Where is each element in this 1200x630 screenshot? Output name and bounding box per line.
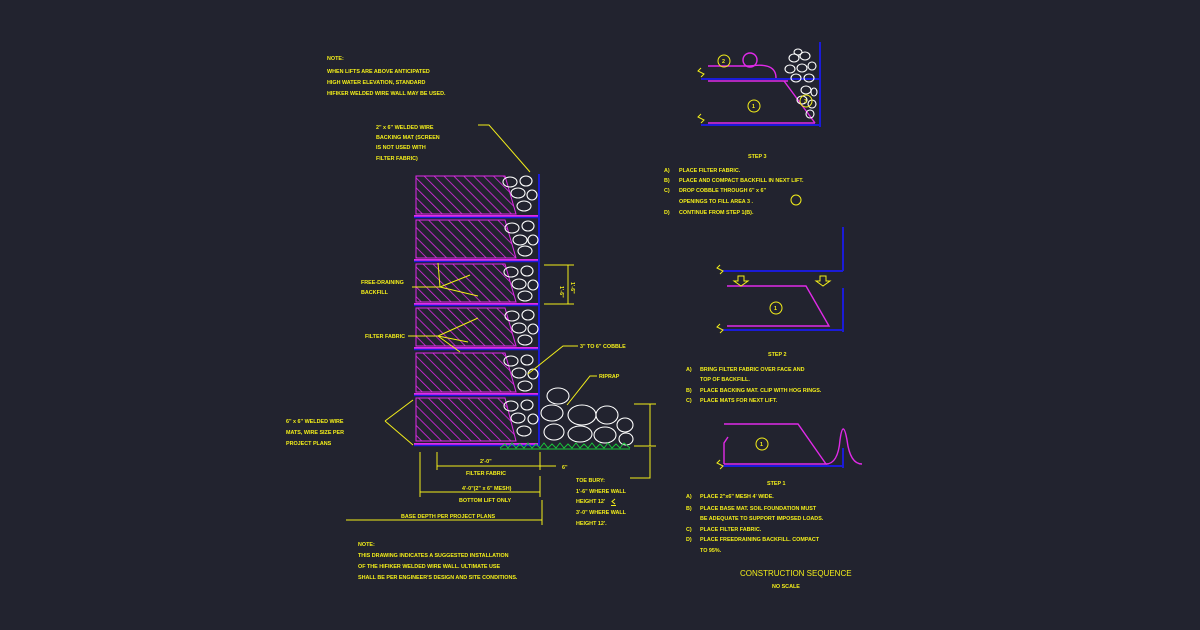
welded-wire-mats-label: PROJECT PLANS: [286, 441, 332, 447]
sequence-title-block: CONSTRUCTION SEQUENCE NO SCALE: [740, 569, 852, 590]
section-labels: 2" x 6" WELDED WIRE BACKING MAT (SCREEN …: [286, 125, 627, 527]
free-draining-label: BACKFILL: [361, 290, 389, 296]
cobble-fill: [502, 175, 539, 437]
callout: 1: [755, 437, 769, 451]
svg-text:B): B): [664, 178, 670, 184]
wall-lift: [414, 219, 540, 263]
toe-bury-label: HEIGHT 12'.: [576, 521, 607, 527]
svg-text:C): C): [686, 398, 692, 404]
svg-text:PLACE AND COMPACT BACKFILL IN: PLACE AND COMPACT BACKFILL IN NEXT LIFT.: [679, 178, 804, 184]
ground-grass: [499, 442, 631, 450]
backing-mat-label: FILTER FABRIC): [376, 156, 418, 162]
wall-lift: [414, 263, 540, 307]
dimension-lines: [346, 124, 656, 525]
backing-mat-label: 2" x 6" WELDED WIRE: [376, 125, 434, 131]
wall-lift: [414, 175, 540, 219]
svg-text:PLACE BASE MAT. SOIL FOUNDATIO: PLACE BASE MAT. SOIL FOUNDATION MUST: [700, 506, 817, 512]
svg-text:C): C): [686, 527, 692, 533]
welded-wire-mats-label: MATS, WIRE SIZE PER: [286, 430, 344, 436]
down-arrow-icon: [814, 275, 832, 287]
svg-text:DROP COBBLE THROUGH 6" x 6": DROP COBBLE THROUGH 6" x 6": [679, 188, 767, 194]
cobble-label: 3" TO 6" COBBLE: [580, 344, 626, 350]
wall-lifts: [414, 175, 540, 447]
svg-text:TO 95%.: TO 95%.: [700, 548, 722, 554]
svg-text:A): A): [686, 494, 692, 500]
step3-detail: 2 1 3 STEP 3 A) PLACE FILTER FABRIC. B) …: [664, 42, 821, 216]
svg-text:PLACE MATS FOR NEXT LIFT.: PLACE MATS FOR NEXT LIFT.: [700, 398, 778, 404]
riprap-label: RIPRAP: [599, 374, 620, 380]
svg-text:PLACE 2"x6" MESH 4' WIDE.: PLACE 2"x6" MESH 4' WIDE.: [700, 494, 774, 500]
svg-text:PLACE FILTER FABRIC.: PLACE FILTER FABRIC.: [700, 527, 762, 533]
step2-title: STEP 2: [768, 352, 786, 358]
mesh-width-dimension: 4'-0"(2" x 6" MESH): [462, 486, 512, 492]
svg-text:D): D): [686, 537, 692, 543]
step1-detail: 1 STEP 1 A) PLACE 2"x6" MESH 4' WIDE. B)…: [686, 423, 863, 554]
callout: 1: [747, 99, 761, 113]
backing-mat-label: BACKING MAT (SCREEN: [376, 135, 440, 141]
svg-text:1: 1: [760, 442, 763, 448]
svg-text:TOP OF BACKFILL.: TOP OF BACKFILL.: [700, 377, 750, 383]
riprap-stones: [540, 387, 634, 446]
svg-text:2: 2: [722, 59, 725, 65]
lift-dimension: 1'-6": [569, 282, 575, 294]
toe-bury-label: 3'-0" WHERE WALL: [576, 510, 627, 516]
top-note: NOTE: WHEN LIFTS ARE ABOVE ANTICIPATED H…: [327, 56, 446, 97]
svg-text:PLACE FILTER FABRIC.: PLACE FILTER FABRIC.: [679, 168, 741, 174]
svg-text:B): B): [686, 388, 692, 394]
toe-bury-label: TOE BURY:: [576, 478, 605, 484]
svg-text:A): A): [686, 367, 692, 373]
step3-title: STEP 3: [748, 154, 766, 160]
filter-fabric-dimension: FILTER FABRIC: [466, 471, 506, 477]
backing-mat-label: IS NOT USED WITH: [376, 145, 426, 151]
wall-lift: [414, 397, 540, 447]
bottom-lift-label: BOTTOM LIFT ONLY: [459, 498, 512, 504]
wall-lift: [414, 352, 540, 397]
top-note-line: HIGH WATER ELEVATION, STANDARD: [327, 80, 426, 86]
svg-text:A): A): [664, 168, 670, 174]
free-draining-label: FREE-DRAINING: [361, 280, 404, 286]
sequence-subtitle: NO SCALE: [772, 584, 800, 590]
svg-text:OPENINGS TO FILL AREA 3 .: OPENINGS TO FILL AREA 3 .: [679, 199, 753, 205]
dimension-2ft: 2'-0": [480, 459, 492, 465]
filter-fabric-label: FILTER FABRIC: [365, 334, 405, 340]
sequence-title: CONSTRUCTION SEQUENCE: [740, 569, 852, 578]
wall-section: 2" x 6" WELDED WIRE BACKING MAT (SCREEN …: [286, 124, 656, 527]
svg-text:CONTINUE FROM STEP 1(B).: CONTINUE FROM STEP 1(B).: [679, 210, 754, 216]
svg-text:D): D): [664, 210, 670, 216]
svg-text:B): B): [686, 506, 692, 512]
less-than-equal-symbol: [611, 498, 616, 506]
top-note-line: WHEN LIFTS ARE ABOVE ANTICIPATED: [327, 69, 430, 75]
svg-text:PLACE FREEDRAINING BACKFILL. C: PLACE FREEDRAINING BACKFILL. COMPACT: [700, 537, 820, 543]
callout: 3: [799, 94, 813, 108]
area-3-marker: [790, 194, 802, 206]
welded-wire-mats-label: 6" x 6" WELDED WIRE: [286, 419, 344, 425]
svg-text:PLACE BACKING MAT. CLIP WITH H: PLACE BACKING MAT. CLIP WITH HOG RINGS.: [700, 388, 822, 394]
svg-text:C): C): [664, 188, 670, 194]
svg-text:BE ADEQUATE TO SUPPORT IMPOSED: BE ADEQUATE TO SUPPORT IMPOSED LOADS.: [700, 516, 824, 522]
callout: 2: [717, 54, 731, 68]
step1-title: STEP 1: [767, 481, 785, 487]
toe-bury-label: 1'-6" WHERE WALL: [576, 489, 627, 495]
bottom-note: NOTE: THIS DRAWING INDICATES A SUGGESTED…: [358, 542, 518, 581]
callout: 1: [769, 301, 783, 315]
wall-lift: [414, 307, 540, 351]
svg-text:3: 3: [804, 99, 807, 105]
top-note-line: NOTE:: [327, 56, 344, 62]
step2-detail: 1 STEP 2 A) BRING FILTER FABRIC OVER FAC…: [686, 227, 844, 404]
down-arrow-icon: [732, 275, 750, 287]
bottom-note-line: NOTE:: [358, 542, 375, 548]
lift-dimension: 1'-6": [558, 286, 564, 298]
bottom-note-line: SHALL BE PER ENGINEER'S DESIGN AND SITE …: [358, 575, 518, 581]
top-note-line: HIFIKER WELDED WIRE WALL MAY BE USED.: [327, 91, 446, 97]
toe-bury-label: HEIGHT 12': [576, 499, 605, 505]
svg-text:1: 1: [774, 306, 777, 312]
bottom-note-line: OF THE HIFIKER WELDED WIRE WALL. ULTIMAT…: [358, 564, 500, 570]
base-depth-label: BASE DEPTH PER PROJECT PLANS: [401, 514, 495, 520]
dimension-6in: 6": [562, 465, 568, 471]
svg-text:1: 1: [752, 104, 755, 110]
bottom-note-line: THIS DRAWING INDICATES A SUGGESTED INSTA…: [358, 553, 509, 559]
svg-text:BRING FILTER FABRIC OVER FACE: BRING FILTER FABRIC OVER FACE AND: [700, 367, 805, 373]
